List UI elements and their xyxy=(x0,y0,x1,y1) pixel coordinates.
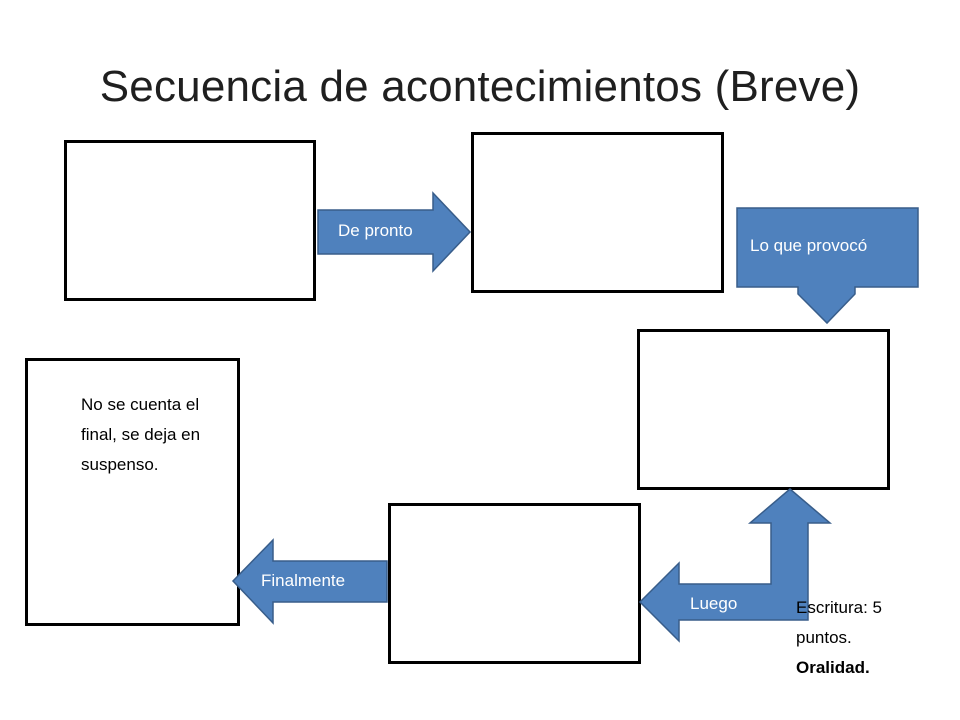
arrow-right-de-pronto xyxy=(317,191,472,273)
arrow-bent-luego xyxy=(638,488,833,643)
label-de-pronto: De pronto xyxy=(338,221,413,240)
arrow-left-finalmente xyxy=(231,538,388,625)
note-oralidad: Oralidad. xyxy=(796,658,870,677)
scoring-note: Escritura: 5 puntos. Oralidad. xyxy=(796,593,936,683)
label-lo-que-provoco: Lo que provocó xyxy=(750,236,868,255)
slide-title: Secuencia de acontecimientos (Breve) xyxy=(99,62,861,111)
event-box-5[interactable] xyxy=(25,358,240,626)
arrow-down-lo-que-provoco xyxy=(736,207,919,325)
event-box-2[interactable] xyxy=(471,132,724,293)
box5-text: No se cuenta el final, se deja en suspen… xyxy=(81,395,201,474)
event-box-3[interactable] xyxy=(637,329,890,490)
note-escritura: Escritura: 5 puntos. xyxy=(796,598,882,647)
event-box-4[interactable] xyxy=(388,503,641,664)
label-luego: Luego xyxy=(690,594,738,613)
label-finalmente: Finalmente xyxy=(261,571,346,590)
event-box-1[interactable] xyxy=(64,140,316,301)
